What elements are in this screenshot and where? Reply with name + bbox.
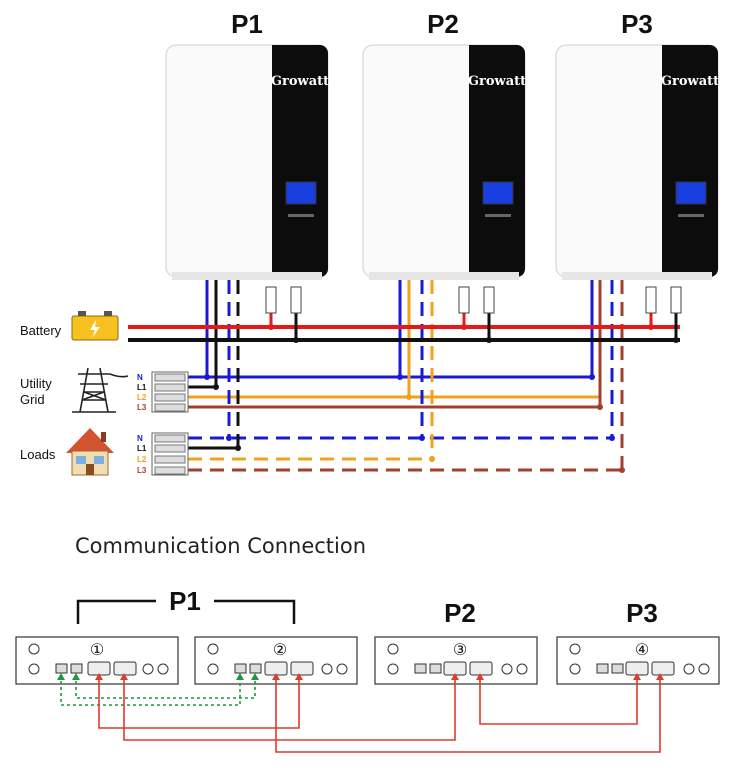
parallel-links — [98, 675, 661, 753]
port-number-2: ② — [273, 640, 287, 659]
house-icon — [66, 428, 114, 476]
phase-label-l1: L1 — [137, 444, 147, 453]
battery-breakers — [265, 286, 682, 314]
inverter-label-p3: P3 — [621, 9, 653, 39]
inverter-p3: Growatt — [555, 44, 719, 280]
parallel-link-arrows — [95, 673, 664, 680]
battery-label: Battery — [20, 323, 62, 338]
utility-label-line1: Utility — [20, 376, 52, 391]
sync-links — [60, 675, 256, 706]
p1-bracket — [76, 599, 296, 624]
inverter-brand: Growatt — [271, 74, 329, 89]
battery-icon — [71, 311, 119, 341]
utility-wires — [188, 280, 602, 409]
sync-link-arrows — [57, 673, 259, 680]
load-terminal-block: N L1 L2 L3 — [137, 432, 189, 476]
phase-label-n: N — [137, 434, 143, 443]
junction-dots — [204, 374, 625, 473]
phase-label-l2: L2 — [137, 393, 147, 402]
battery-bus — [128, 290, 680, 342]
phase-label-l1: L1 — [137, 383, 147, 392]
communication-title: Communication Connection — [75, 534, 366, 558]
phase-label-n: N — [137, 373, 143, 382]
inverter-brand: Growatt — [661, 74, 719, 89]
inverter-label-p1: P1 — [231, 9, 263, 39]
port-number-1: ① — [90, 640, 104, 659]
inverter-p2: Growatt — [362, 44, 526, 280]
comm-panel-1 — [15, 636, 179, 685]
phase-label-l2: L2 — [137, 455, 147, 464]
load-wires — [188, 280, 624, 472]
utility-terminal-block: N L1 L2 L3 — [137, 371, 189, 413]
phase-label-l3: L3 — [137, 466, 147, 475]
port-number-3: ③ — [453, 640, 467, 659]
inverter-label-p2: P2 — [427, 9, 459, 39]
comm-label-p3: P3 — [626, 598, 658, 628]
loads-label: Loads — [20, 447, 56, 462]
battery-dots — [268, 324, 679, 343]
inverter-p1: Growatt — [165, 44, 329, 280]
port-number-4: ④ — [635, 640, 649, 659]
inverter-brand: Growatt — [468, 74, 526, 89]
comm-label-p2: P2 — [444, 598, 476, 628]
comm-label-p1: P1 — [169, 586, 201, 616]
phase-label-l3: L3 — [137, 403, 147, 412]
power-pylon-icon — [72, 367, 129, 413]
utility-label-line2: Grid — [20, 392, 45, 407]
